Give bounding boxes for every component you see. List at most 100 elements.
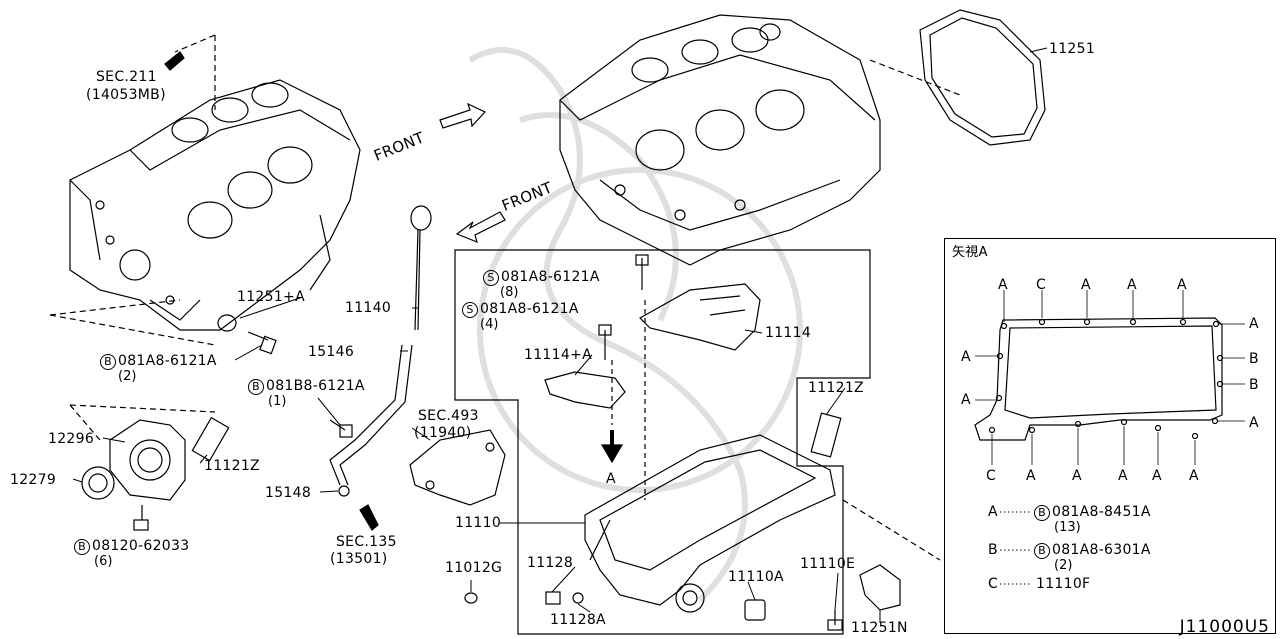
label-11121z-left: 11121Z <box>204 458 260 474</box>
qty-bolt-081a8: (2) <box>118 369 137 384</box>
drain-plug-11128 <box>545 591 584 605</box>
gasket-11251 <box>919 9 1046 146</box>
bolt-s-8 <box>635 254 649 290</box>
dipstick-11140 <box>410 205 432 331</box>
inset-bottom-letter: A <box>1118 468 1128 484</box>
inset-bottom-letter: A <box>1072 468 1082 484</box>
baffle-plate-11114 <box>639 283 761 351</box>
label-11128: 11128 <box>527 555 574 571</box>
label-sec211-sub: (14053MB) <box>86 87 166 103</box>
oil-seal-12279 <box>81 466 115 500</box>
o-ring-11012g <box>464 592 478 604</box>
oil-pan-11110 <box>584 434 836 613</box>
leader-lines-left <box>49 34 216 441</box>
bolt-s-4 <box>598 324 612 360</box>
leader-11251 <box>869 59 961 96</box>
label-11110a: 11110A <box>728 569 784 585</box>
qty-bolt-s-4: (4) <box>480 317 499 332</box>
legend-key-a: A <box>988 504 998 520</box>
label-11121z-right: 11121Z <box>808 380 864 396</box>
gasket-11251n <box>859 564 901 611</box>
cylinder-block-right <box>559 14 881 266</box>
circle-b-icon: B <box>1034 505 1050 521</box>
label-11110e: 11110E <box>800 556 856 572</box>
label-11251a: 11251+A <box>237 289 305 305</box>
inset-view-a <box>974 290 1245 585</box>
bracket-sec493 <box>409 429 506 506</box>
bolt-08120 <box>133 505 149 531</box>
inset-view-box <box>944 238 1276 634</box>
bolt-081b8 <box>329 419 353 438</box>
qty-bolt-08120: (6) <box>94 554 113 569</box>
circle-b-icon: B <box>248 379 264 395</box>
cylinder-block-left <box>69 79 361 331</box>
label-12279: 12279 <box>10 472 57 488</box>
qty-bolt-081b8: (1) <box>268 394 287 409</box>
label-11114: 11114 <box>765 325 812 341</box>
inset-bottom-letter: A <box>1026 468 1036 484</box>
inset-top-letter: A <box>1081 277 1091 293</box>
inset-left-letter: A <box>961 349 971 365</box>
label-sec135-sub: (13501) <box>330 551 388 567</box>
legend-qty-b: (2) <box>1054 558 1073 573</box>
legend-qty-a: (13) <box>1054 520 1081 535</box>
front-arrow-middle <box>455 211 506 244</box>
label-15148: 15148 <box>265 485 312 501</box>
inset-bottom-letter: A <box>1189 468 1199 484</box>
gasket-11251a <box>217 314 237 332</box>
arrow-to-sec135 <box>359 504 379 531</box>
inset-bottom-letter: A <box>1152 468 1162 484</box>
inset-right-letter: A <box>1249 316 1259 332</box>
inset-top-letter: A <box>1177 277 1187 293</box>
oil-pan-group-frame <box>454 249 871 635</box>
circle-s-icon: S <box>483 270 499 286</box>
inset-right-letter: B <box>1249 377 1259 393</box>
legend-part-c: 11110F <box>1036 576 1091 592</box>
inset-bottom-letter: C <box>986 468 997 484</box>
inset-left-letter: A <box>961 392 971 408</box>
label-11114a: 11114+A <box>524 347 592 363</box>
qty-bolt-s-8: (8) <box>500 285 519 300</box>
sensor-11121z-right <box>810 412 842 458</box>
label-11110: 11110 <box>455 515 502 531</box>
label-sec135: SEC.135 <box>336 534 397 550</box>
label-sec493-sub: (11940) <box>414 425 472 441</box>
dipstick-tube-15146 <box>329 344 413 486</box>
baffle-plate-11114a <box>544 371 626 409</box>
circle-b-icon: B <box>100 354 116 370</box>
label-11251: 11251 <box>1049 41 1096 57</box>
inset-right-letter: B <box>1249 351 1259 367</box>
diagram-code: J11000U5 <box>1179 617 1270 637</box>
label-11251n: 11251N <box>851 620 908 636</box>
front-arrow-top <box>439 102 486 129</box>
inset-top-letter: C <box>1036 277 1047 293</box>
rear-seal-retainer <box>109 416 230 501</box>
label-15146: 15146 <box>308 344 355 360</box>
legend-key-b: B <box>988 542 998 558</box>
inset-right-letter: A <box>1249 415 1259 431</box>
label-view-a: A <box>606 471 616 487</box>
inset-top-letter: A <box>998 277 1008 293</box>
bolt-11110e <box>827 610 843 631</box>
view-arrow-a <box>600 430 624 464</box>
watermark-logo <box>468 47 803 603</box>
circle-s-icon: S <box>462 302 478 318</box>
inset-title: 矢視A <box>952 245 988 260</box>
bolt-081a8 <box>247 331 277 355</box>
label-sec211: SEC.211 <box>96 69 157 85</box>
circle-b-icon: B <box>74 539 90 555</box>
part-leaders <box>72 47 1048 623</box>
label-11128a: 11128A <box>550 612 606 628</box>
label-12296: 12296 <box>48 431 95 447</box>
inset-bolt-holes <box>988 318 1224 440</box>
circle-b-icon: B <box>1034 543 1050 559</box>
o-ring-15148 <box>338 485 350 497</box>
